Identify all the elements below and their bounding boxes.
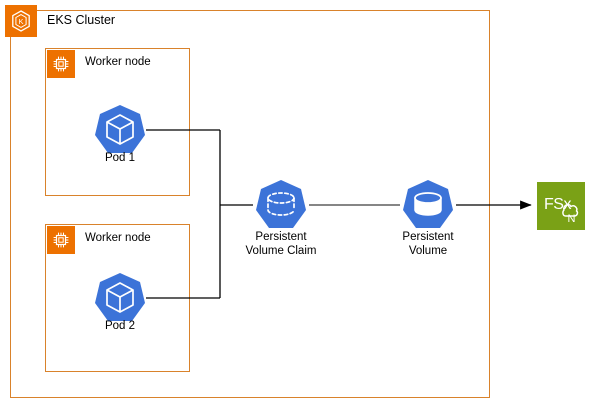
kubernetes-persistent-volume-icon xyxy=(403,180,453,228)
worker-node-2-title: Worker node xyxy=(85,232,151,244)
fsx-label-text: FSx xyxy=(544,196,571,213)
svg-text:K: K xyxy=(18,17,23,26)
pod-2-node[interactable] xyxy=(92,271,148,325)
worker-node-1-group-box xyxy=(45,48,190,196)
worker-node-2-icon xyxy=(47,226,75,254)
pod-1-label: Pod 1 xyxy=(104,152,136,164)
eks-cluster-group-box xyxy=(10,10,490,398)
kubernetes-persistent-volume-claim-icon xyxy=(256,180,306,228)
eks-cluster-title: EKS Cluster xyxy=(47,13,116,27)
persistent-volume-node[interactable] xyxy=(400,178,456,232)
aws-fsx-service-icon[interactable]: FSx N xyxy=(537,182,585,230)
persistent-volume-claim-node[interactable] xyxy=(253,178,309,232)
pod-2-label: Pod 2 xyxy=(104,320,136,332)
fsx-sublabel-text: N xyxy=(568,213,576,225)
pod-1-node[interactable] xyxy=(92,103,148,157)
eks-cluster-icon: K xyxy=(5,5,37,37)
cloud-icon xyxy=(562,203,579,217)
worker-node-1-title: Worker node xyxy=(85,56,151,68)
persistent-volume-claim-label: Persistent Volume Claim xyxy=(245,231,317,257)
kubernetes-pod-icon xyxy=(95,273,145,321)
worker-node-1-icon xyxy=(47,50,75,78)
kubernetes-pod-icon xyxy=(95,105,145,153)
persistent-volume-label: Persistent Volume xyxy=(402,231,454,257)
